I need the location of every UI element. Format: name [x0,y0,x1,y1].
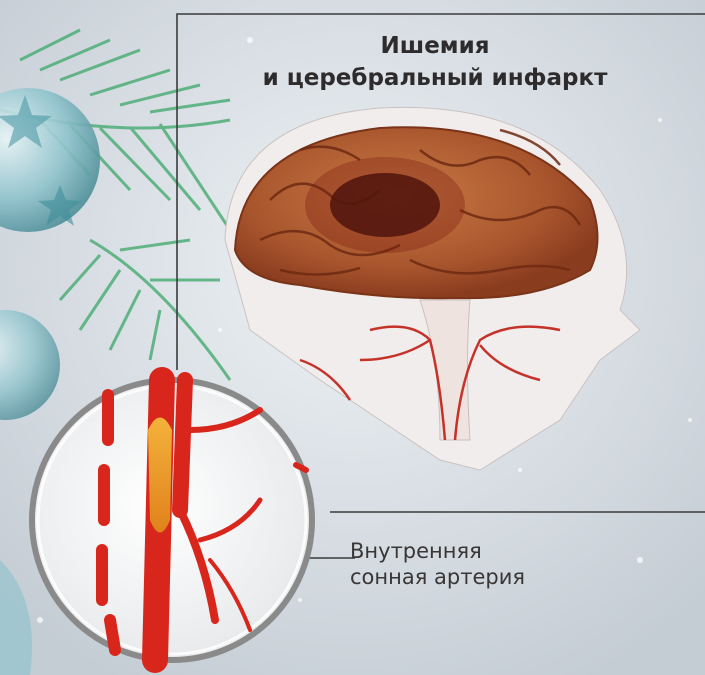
diagram-title: Ишемия и церебральный инфаркт [175,30,695,94]
plaque [148,418,172,533]
artery-magnifier [32,380,312,660]
title-line-1: Ишемия [175,30,695,62]
title-line-2: и церебральный инфаркт [175,62,695,94]
artery-label: Внутренняя сонная артерия [350,538,525,590]
artery-label-line-1: Внутренняя [350,538,525,564]
artery-label-line-2: сонная артерия [350,564,525,590]
